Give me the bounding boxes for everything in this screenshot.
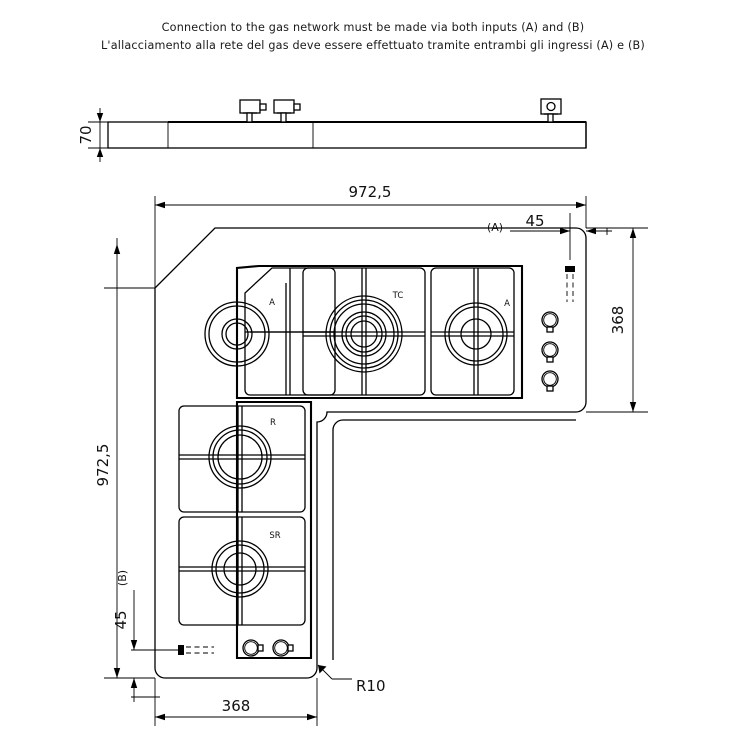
elevation-burner-profile-2 — [273, 99, 301, 123]
dim-arm-depth-right: 368 — [586, 227, 648, 413]
notes-block: Connection to the gas network must be ma… — [101, 21, 645, 52]
leader-r10-text: R10 — [356, 677, 386, 695]
dim-overall-width-text: 972,5 — [349, 183, 392, 201]
hob-outline — [154, 227, 587, 679]
dim-inlet-b-offset: 45 (B) — [112, 570, 178, 702]
dim-overall-depth-text: 972,5 — [94, 444, 112, 487]
burner-cell-top-center: TC — [302, 267, 426, 396]
dim-overall-width: 972,5 — [154, 183, 587, 288]
gas-inlet-b — [178, 645, 214, 655]
label-inlet-b: (B) — [116, 570, 129, 586]
burner-cell-left-bottom: SR — [178, 516, 306, 626]
inner-panel-corner — [332, 419, 404, 431]
burner-cell-top-left: A — [204, 267, 336, 396]
knob-bottom-1[interactable] — [242, 639, 264, 657]
elevation-body — [107, 121, 587, 149]
knob-right-2[interactable] — [541, 341, 559, 363]
leader-r10: R10 — [317, 664, 386, 695]
burner-label-left-middle: R — [270, 418, 276, 428]
dim-inlet-a-offset: 45 (A) — [487, 212, 612, 260]
knob-bottom-2[interactable] — [272, 639, 294, 657]
note-line-english: Connection to the gas network must be ma… — [162, 21, 585, 34]
grate-left-frame — [235, 400, 313, 660]
dim-arm-depth-right-text: 368 — [609, 306, 627, 335]
burner-label-left-bottom: SR — [269, 531, 280, 541]
knob-group-bottom — [242, 639, 294, 657]
grate-top-row: A TC — [204, 264, 524, 400]
dim-overall-depth: 972,5 — [94, 238, 155, 679]
knob-right-3[interactable] — [541, 370, 559, 392]
elevation-burner-profile-1 — [239, 99, 267, 123]
dim-elevation-height: 70 — [77, 108, 108, 162]
dim-elevation-height-text: 70 — [77, 125, 95, 144]
elevation-view: 70 — [77, 98, 587, 162]
knob-group-right — [541, 311, 559, 392]
burner-cell-left-middle: R — [178, 405, 306, 513]
label-inlet-a: (A) — [487, 221, 503, 234]
knob-right-1[interactable] — [541, 311, 559, 333]
burner-label-top-left: A — [269, 298, 275, 308]
grate-top-frame — [235, 264, 524, 400]
burner-label-top-right: A — [504, 299, 510, 309]
grate-left-column: R SR — [178, 400, 313, 660]
note-line-italian: L'allacciamento alla rete del gas deve e… — [101, 39, 645, 52]
dim-arm-width-bottom: 368 — [154, 678, 318, 726]
plan-view: A TC — [154, 227, 587, 695]
elevation-knob-profile — [540, 98, 562, 123]
burner-label-top-center: TC — [392, 291, 404, 301]
gas-inlet-a — [565, 266, 575, 302]
dim-inlet-a-offset-text: 45 — [525, 212, 544, 230]
dim-inlet-b-offset-text: 45 — [112, 610, 130, 629]
dim-arm-width-bottom-text: 368 — [222, 697, 251, 715]
burner-cell-top-right: A — [430, 267, 515, 396]
